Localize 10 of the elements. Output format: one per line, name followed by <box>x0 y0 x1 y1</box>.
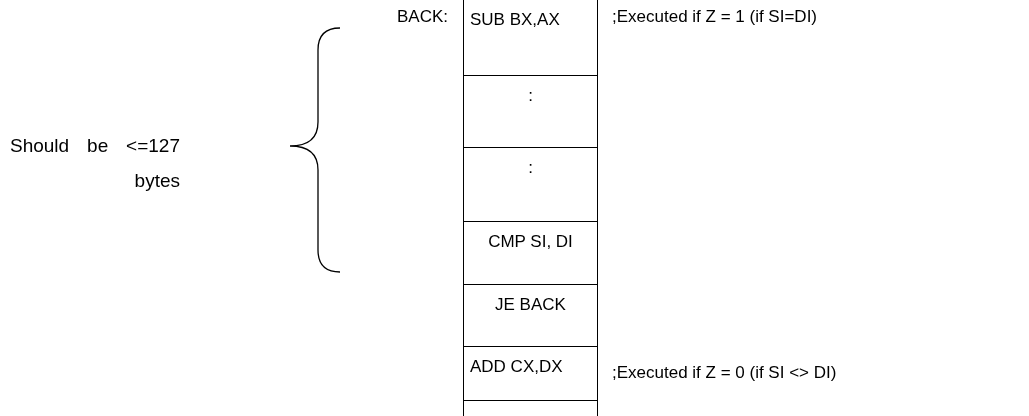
instruction-text: : <box>528 86 533 106</box>
instruction-text: JE BACK <box>495 295 566 315</box>
instruction-text: SUB BX,AX <box>470 10 560 30</box>
comment-text: ;Executed if Z = 1 (if SI=DI) <box>612 6 818 28</box>
address-label: BACK: <box>396 6 448 28</box>
range-note: Should be <=127 bytes <box>10 134 180 193</box>
instruction-text: : <box>528 158 533 178</box>
instruction-text: CMP SI, DI <box>488 232 573 252</box>
comment-text: ;Executed if Z = 0 (if SI <> DI) <box>612 362 837 384</box>
instruction-text: ADD CX,DX <box>470 357 563 377</box>
